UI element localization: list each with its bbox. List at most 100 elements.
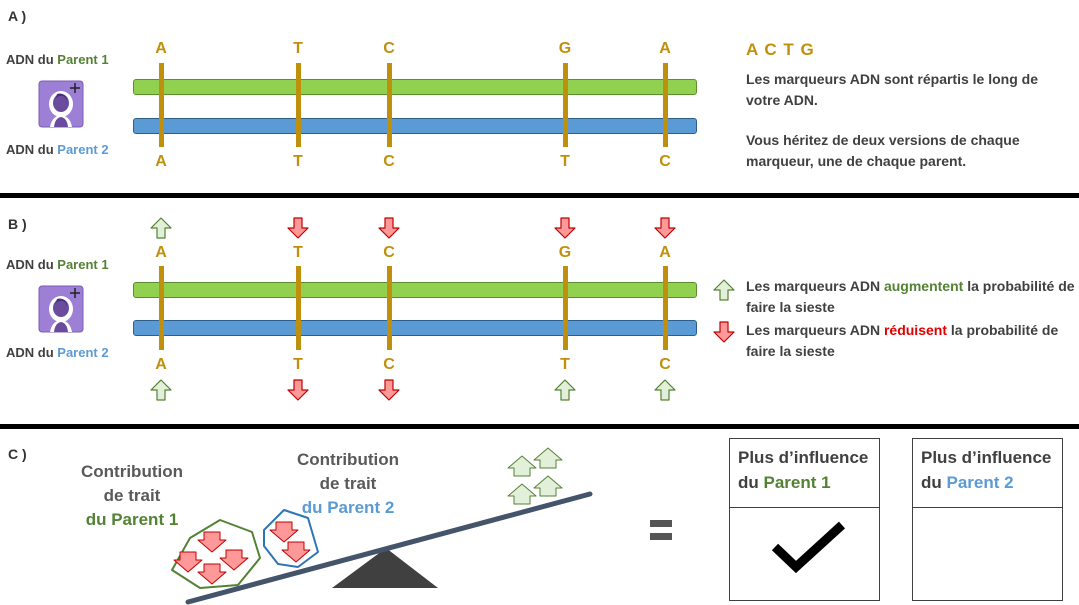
marker-letter-bottom: T [560,153,570,170]
dna-marker-tick [159,63,164,147]
influence2-line1: Plus d’influence [921,448,1052,467]
marker-letter-bottom: T [293,356,303,373]
contrib1-line1: Contribution [81,462,183,481]
panel-b-parent2-label: ADN du Parent 2 [6,345,109,360]
parent1-name: Parent 1 [57,52,109,67]
arrow-down-icon [287,379,309,401]
person-add-icon [38,80,84,128]
divider-a-b [0,193,1079,198]
legend-up-prefix: Les marqueurs ADN [746,278,884,294]
marker-letter-top: A [155,244,167,261]
legend-down-prefix: Les marqueurs ADN [746,322,884,338]
marker-letter-top: G [558,40,572,57]
arrow-down-icon [287,217,309,239]
down-arrow-icon [173,551,203,573]
divider-b-c [0,424,1079,429]
panel-a-text-2: Vous héritez de deux versions de chaque … [746,132,1020,169]
panel-a-label: A ) [8,8,27,24]
panel-a-parent1-label: ADN du Parent 1 [6,52,109,67]
up-arrow-icon [507,455,537,477]
down-arrow-icon [197,531,227,553]
influence1-name: Parent 1 [763,473,831,492]
marker-letter-top: A [659,40,671,57]
arrow-up-icon [554,379,576,401]
influence2-name: Parent 2 [946,473,1014,492]
legend-down-suffix: la probabilité de faire la sieste [746,322,1059,359]
checkmark-icon [771,521,846,574]
arrow-down-icon [713,321,735,343]
marker-letter-top: A [659,244,671,261]
panel-a-legend-letters: A C T G [746,40,815,59]
legend-up-keyword: augmentent [883,278,964,294]
influence-parent1-header: Plus d’influence du Parent 1 [730,439,879,501]
parent1-arrow-group [171,519,261,589]
influence-parent2-box: Plus d’influence du Parent 2 [912,438,1063,601]
panel-a-text-1: Les marqueurs ADN sont répartis le long … [746,71,1038,108]
parent1-prefix: ADN du [6,52,58,67]
panel-c-label: C ) [8,446,27,462]
influence2-prefix: du [921,473,947,492]
legend-down-keyword: réduisent [883,322,947,338]
legend-increase-text: Les marqueurs ADN augmentent la probabil… [746,276,1076,318]
contrib2-line2: de trait [319,474,377,493]
marker-letter-bottom: C [383,356,395,373]
influence-parent2-header: Plus d’influence du Parent 2 [913,439,1062,501]
marker-letter-top: C [383,40,395,57]
arrow-down-icon [554,217,576,239]
parent1-prefix: ADN du [6,257,58,272]
down-arrow-icon [219,549,249,571]
equals-sign-top [650,520,672,527]
down-arrow-icon [197,563,227,585]
arrow-up-icon [150,379,172,401]
up-arrow-icon [533,447,563,469]
marker-letter-bottom: C [659,153,671,170]
parent2-name: Parent 2 [57,345,109,360]
arrow-up-icon [150,217,172,239]
marker-letter-top: A [155,40,167,57]
panel-b-parent1-dna-bar [133,282,697,298]
marker-letter-top: C [383,244,395,261]
down-arrow-icon [281,541,311,563]
contrib2-line3: du Parent 2 [301,498,395,517]
person-add-icon [38,285,84,333]
up-arrow-icon [507,483,537,505]
down-arrow-icon [269,521,299,543]
marker-letter-bottom: T [293,153,303,170]
panel-a-parent2-dna-bar [133,118,697,134]
marker-letter-bottom: T [560,356,570,373]
contrib1-line2: de trait [103,486,161,505]
contrib2-line1: Contribution [297,450,399,469]
arrow-down-icon [654,217,676,239]
influence-parent1-divider [730,507,879,508]
parent1-name: Parent 1 [57,257,109,272]
parent2-arrow-group [263,509,319,568]
dna-marker-tick [159,266,164,350]
arrow-up-icon [654,379,676,401]
panel-b-parent2-dna-bar [133,320,697,336]
legend-up-suffix: la probabilité de faire la sieste [746,278,1075,315]
influence-parent2-divider [913,507,1062,508]
contribution-parent2-label: Contribution de trait du Parent 2 [278,448,418,520]
panel-a-parent1-dna-bar [133,79,697,95]
arrow-up-icon [713,279,735,301]
panel-b-label: B ) [8,216,27,232]
dna-marker-tick [663,266,668,350]
marker-letter-top: T [293,244,303,261]
parent2-name: Parent 2 [57,142,109,157]
dna-marker-tick [296,63,301,147]
seesaw-fulcrum [332,548,438,588]
influence1-line1: Plus d’influence [738,448,869,467]
marker-letter-bottom: A [155,153,167,170]
influence1-prefix: du [738,473,764,492]
parent2-prefix: ADN du [6,142,58,157]
seesaw-beam [185,491,593,605]
contribution-parent1-label: Contribution de trait du Parent 1 [62,460,202,532]
legend-decrease-text: Les marqueurs ADN réduisent la probabili… [746,320,1076,362]
arrow-down-icon [378,217,400,239]
dna-marker-tick [387,266,392,350]
dna-marker-tick [296,266,301,350]
up-arrow-icon [533,475,563,497]
equals-sign-bottom [650,533,672,540]
panel-a-parent2-label: ADN du Parent 2 [6,142,109,157]
panel-b-parent1-label: ADN du Parent 1 [6,257,109,272]
